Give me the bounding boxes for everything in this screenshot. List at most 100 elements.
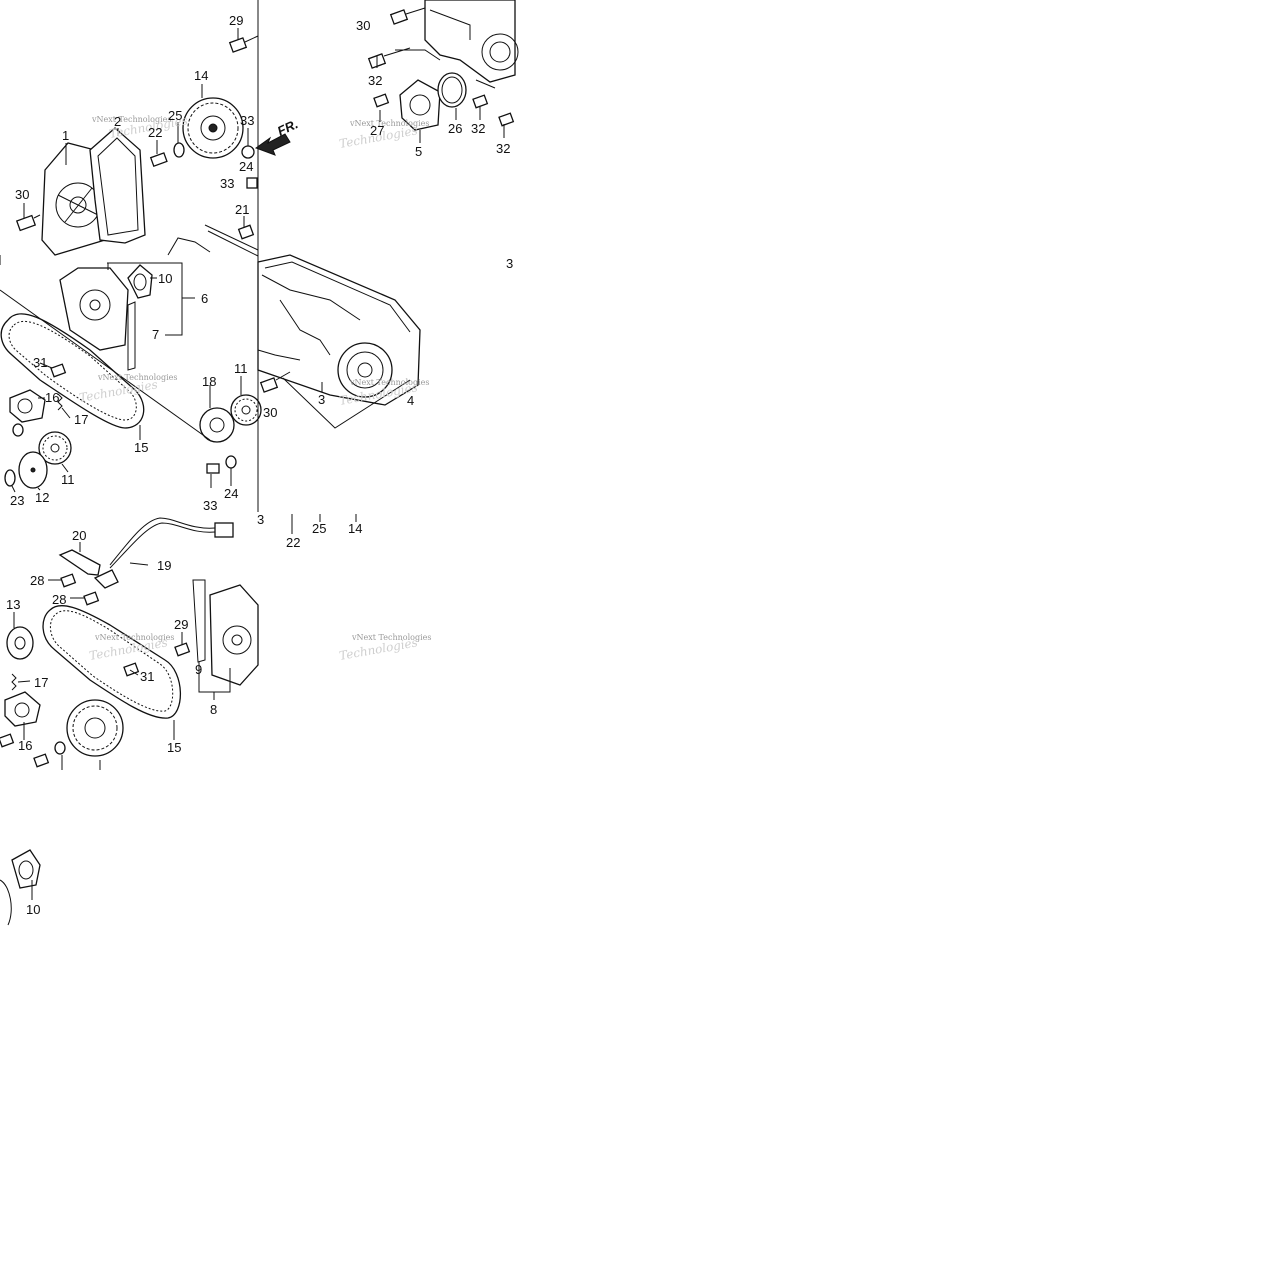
leader-lines <box>0 0 505 900</box>
callout-29: 29 <box>174 617 188 632</box>
callout-32: 32 <box>471 121 485 136</box>
tensioner-16-low <box>4 691 41 727</box>
lower-cover-8 <box>209 584 259 686</box>
pulley-11-left <box>38 431 72 465</box>
callout-15: 15 <box>167 740 181 755</box>
watermark-text: vNext Technologies <box>94 633 174 642</box>
callout-3: 3 <box>318 392 325 407</box>
callout-7: 7 <box>152 327 159 342</box>
callout-2: 2 <box>114 114 121 129</box>
bolt-30-mid <box>259 371 291 393</box>
watermark-text: vNext Technologies <box>349 119 429 128</box>
bolt-27 <box>373 93 390 108</box>
callout-21: 21 <box>235 202 249 217</box>
callout-11: 11 <box>234 361 248 376</box>
lower-cover-assembly <box>257 254 421 406</box>
callout-6: 6 <box>201 291 208 306</box>
bolt-29-low <box>174 642 191 657</box>
bolt-29-top <box>228 35 259 53</box>
cam-pulley-14 <box>182 97 244 159</box>
cover-corner <box>167 237 211 256</box>
callout-13: 13 <box>6 597 20 612</box>
callout-16: 16 <box>45 390 59 405</box>
tensioner-16-mid <box>9 389 46 423</box>
watermark-text: vNext Technologies <box>97 373 177 382</box>
callout-26: 26 <box>448 121 462 136</box>
callout-3: 3 <box>257 512 264 527</box>
callout-3: 3 <box>506 256 513 271</box>
spring-17-low <box>11 673 17 691</box>
head-cover-top <box>424 0 519 83</box>
plate-5 <box>399 79 441 131</box>
callout-23: 23 <box>10 493 24 508</box>
watermark-text: vNext Technologies <box>91 115 171 124</box>
washer-12 <box>18 451 48 489</box>
callout-27: 27 <box>370 123 384 138</box>
timing-belt-15-lower <box>42 605 182 719</box>
washer-25-top <box>173 142 185 158</box>
bolt-32-a <box>367 47 411 69</box>
callout-14: 14 <box>194 68 208 83</box>
callout-11: 11 <box>61 472 75 487</box>
watermark-text: vNext Technologies <box>349 378 429 387</box>
callout-9: 9 <box>195 662 202 677</box>
callout-12: 12 <box>35 490 49 505</box>
callout-25: 25 <box>168 108 182 123</box>
bolt-28-b <box>83 591 100 606</box>
callout-29: 29 <box>229 13 243 28</box>
bracket-20 <box>58 549 101 576</box>
callout-22: 22 <box>148 125 162 140</box>
callout-24: 24 <box>239 159 253 174</box>
callout-17: 17 <box>74 412 88 427</box>
callout-31: 31 <box>140 669 154 684</box>
bolt-33-low <box>206 463 220 474</box>
callout-8: 8 <box>210 702 217 717</box>
washer-23 <box>4 469 16 487</box>
callout-22: 22 <box>286 535 300 550</box>
bolt-30-top <box>389 7 426 25</box>
pulley-11-right <box>230 394 262 426</box>
inner-cover-6 <box>59 267 129 351</box>
bolt-33-mid <box>246 177 258 189</box>
o-ring-26 <box>437 72 467 108</box>
bolt-33-top <box>241 145 255 159</box>
bolt-28-a <box>60 573 77 588</box>
callout-28: 28 <box>52 592 66 607</box>
callout-1: 1 <box>62 128 69 143</box>
callout-25: 25 <box>312 521 326 536</box>
callout-31: 31 <box>33 355 47 370</box>
callout-33: 33 <box>203 498 217 513</box>
callout-30: 30 <box>356 18 370 33</box>
callout-labels: 29 30 14 32 2 25 33 1 22 27 26 32 5 32 2… <box>6 13 513 917</box>
callout-32: 32 <box>496 141 510 156</box>
bolt-lower-left <box>0 733 50 768</box>
seal-9 <box>192 579 206 663</box>
callout-24: 24 <box>224 486 238 501</box>
bolt-32-c <box>498 112 515 127</box>
direction-marker: FR. <box>275 116 300 138</box>
callout-17: 17 <box>34 675 48 690</box>
callout-18: 18 <box>202 374 216 389</box>
bolt-31-mid <box>50 363 67 378</box>
seal-7 <box>127 301 136 371</box>
bolt-22-top <box>149 152 168 167</box>
callout-30: 30 <box>15 187 29 202</box>
callout-16: 16 <box>18 738 32 753</box>
gasket-10-lower <box>0 849 41 926</box>
fr-arrow <box>254 133 291 156</box>
watermark-text: vNext Technologies <box>351 633 431 642</box>
callout-10: 10 <box>26 902 40 917</box>
guide-strip <box>204 224 259 257</box>
spring-17-mid <box>57 393 63 411</box>
callout-5: 5 <box>415 144 422 159</box>
sensor-harness-19 <box>93 517 234 589</box>
bolt-21 <box>237 224 255 240</box>
cam-pulley-lower <box>66 699 124 757</box>
callout-15: 15 <box>134 440 148 455</box>
callout-10: 10 <box>158 271 172 286</box>
cover-seal-2 <box>89 127 146 244</box>
washer-13 <box>6 626 34 660</box>
callout-30: 30 <box>263 405 277 420</box>
